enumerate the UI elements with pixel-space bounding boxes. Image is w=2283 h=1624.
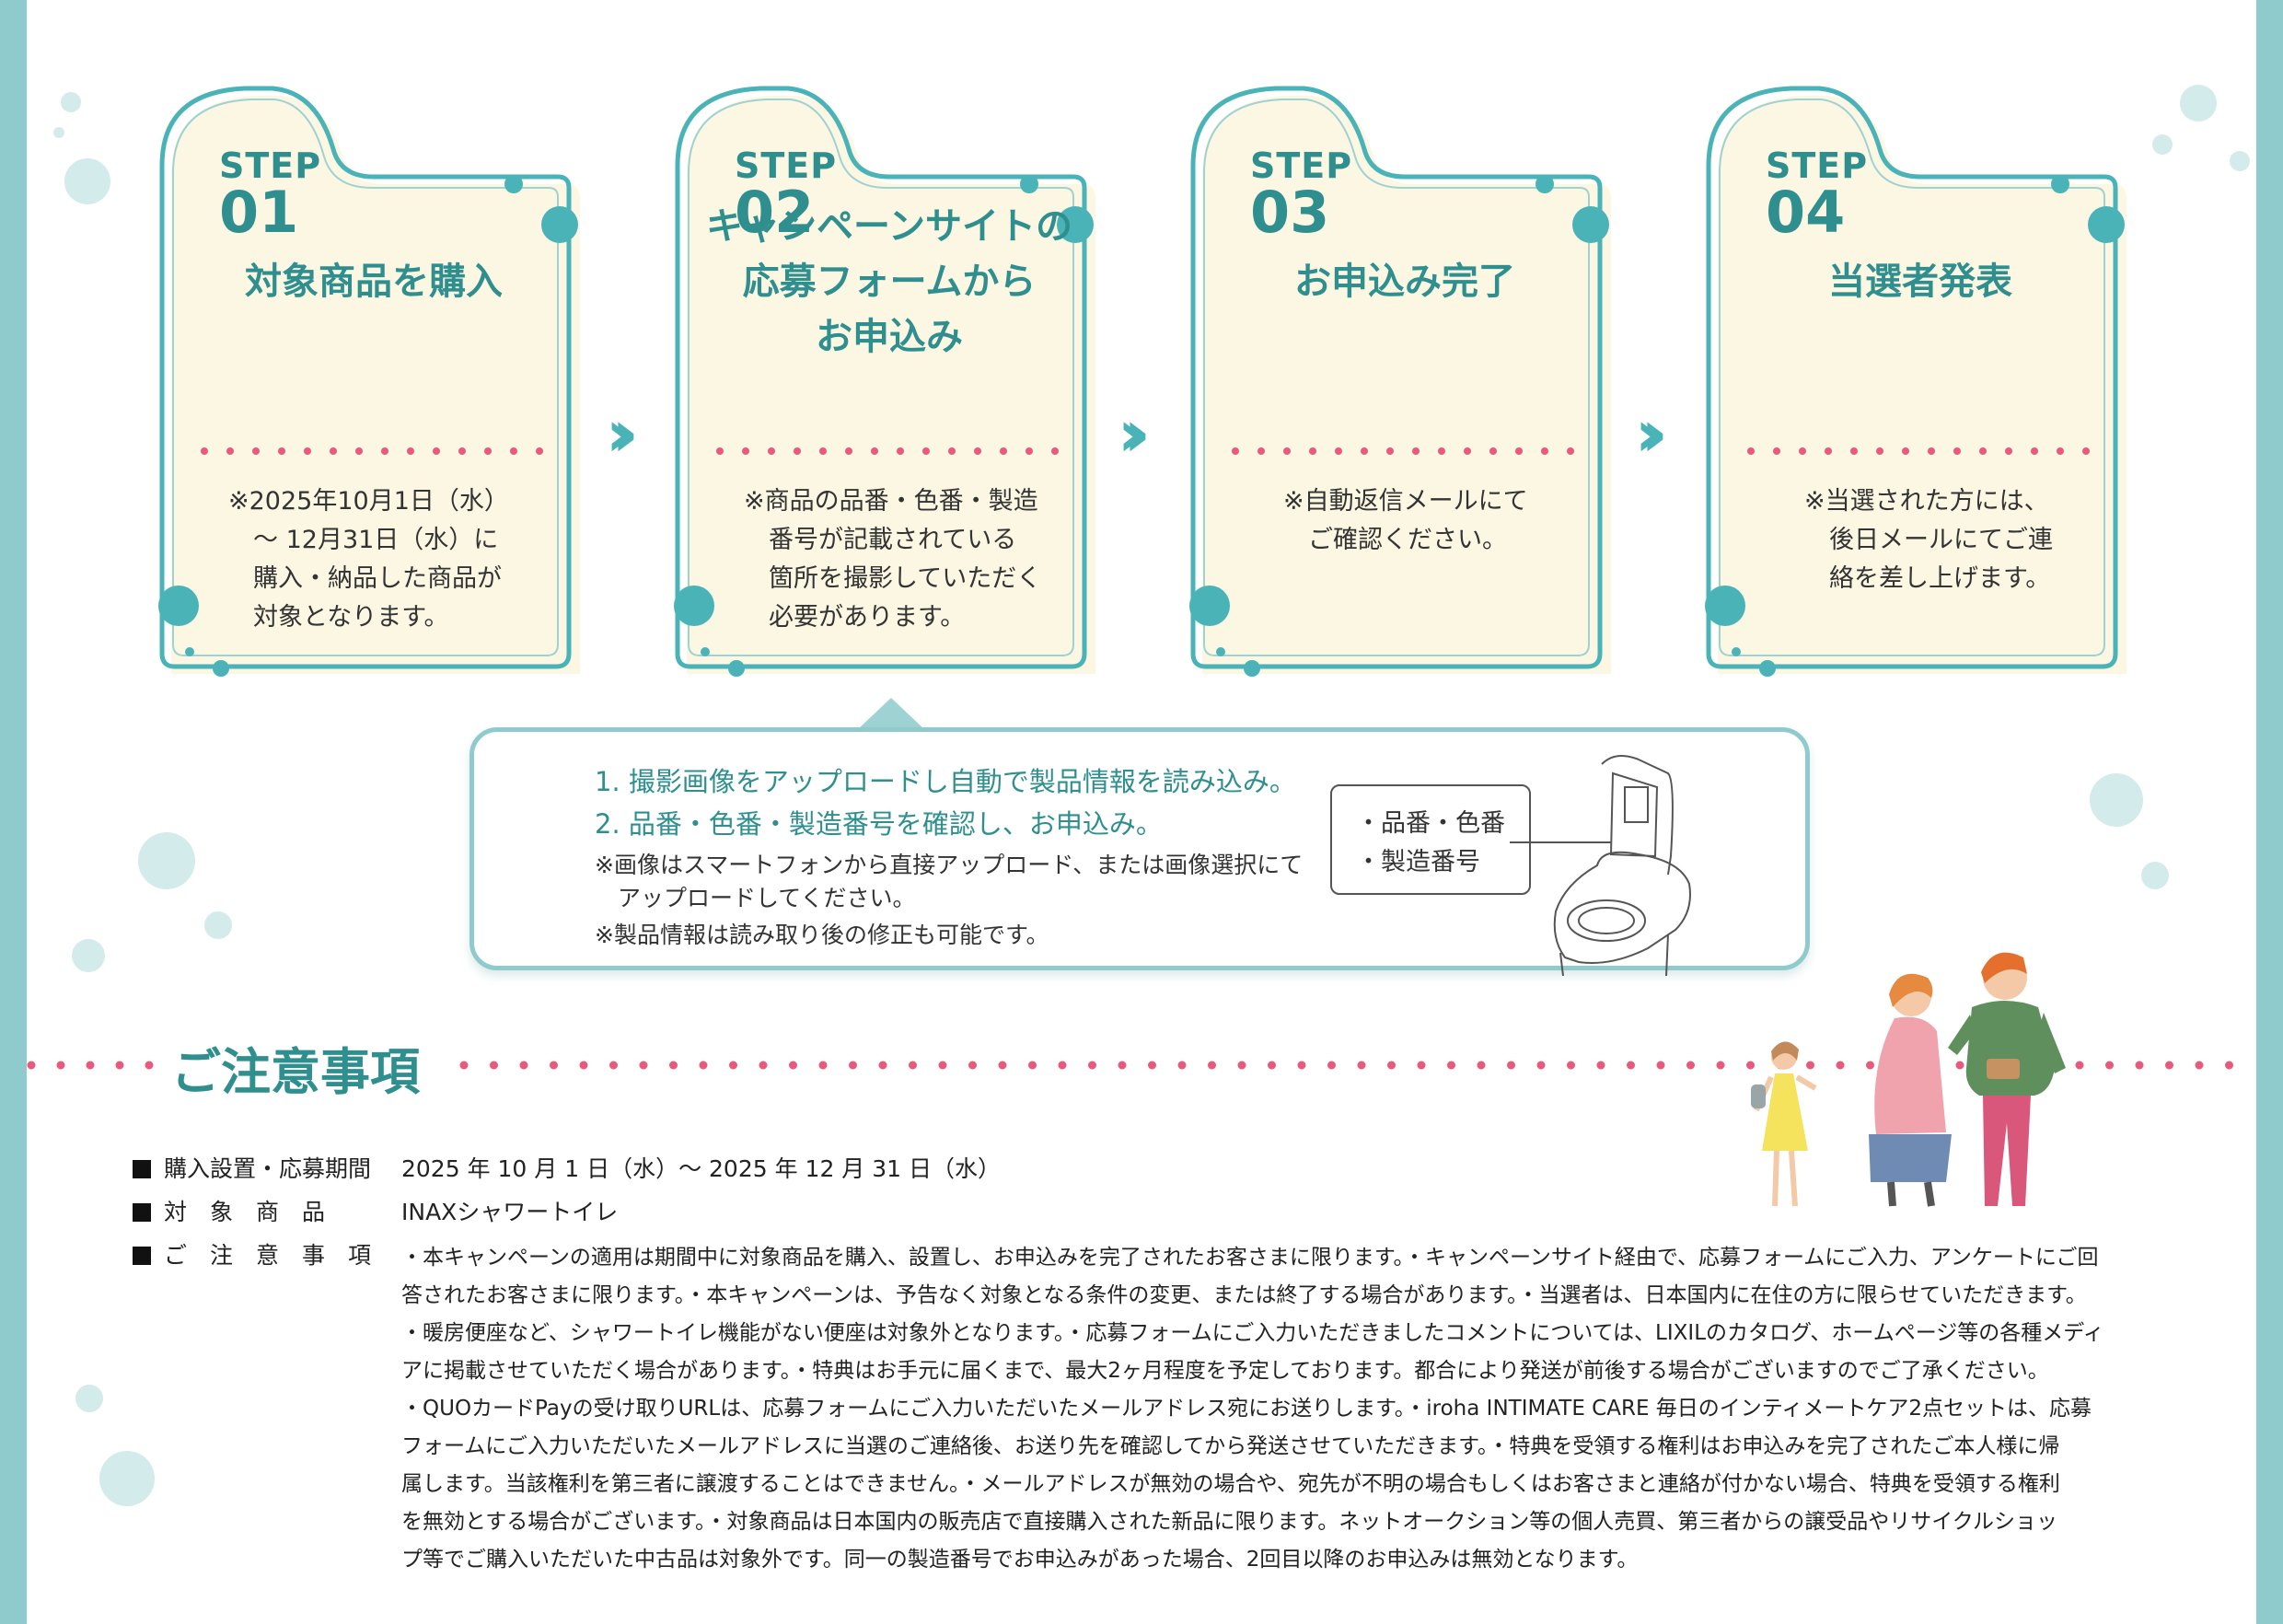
family-illustration: [1751, 952, 2066, 1207]
step-note: ※自動返信メールにて ご確認ください。: [1283, 487, 1528, 554]
step-label: STEP: [735, 145, 838, 186]
part-number-label: ・品番・色番 ・製造番号: [1330, 784, 1531, 895]
square-bullet-icon: [133, 1160, 151, 1178]
notice-heading: ご注意事項: [171, 1043, 420, 1101]
info-note-3: ※製品情報は読み取り後の修正も可能です。: [595, 922, 1049, 948]
square-bullet-icon: [133, 1247, 151, 1265]
bubble: [53, 127, 64, 138]
chevron-right-icon: ››: [606, 396, 638, 471]
step-note: ※商品の品番・色番・製造 番号が記載されている 箇所を撮影していただく 必要があ…: [744, 487, 1042, 632]
info-note-2: アップロードしてください。: [595, 885, 916, 911]
bubble: [61, 92, 81, 112]
notice-line: 答されたお客さまに限ります。・本キャンペーンは、予告なく対象となる条件の変更、ま…: [401, 1283, 2087, 1307]
step-title: 対象商品を購入: [245, 261, 503, 303]
bubble: [64, 158, 110, 204]
left-border: [0, 0, 27, 1624]
info-line-1: 1. 撮影画像をアップロードし自動で製品情報を読み込み。: [595, 766, 1296, 797]
right-border: [2256, 0, 2283, 1624]
step-number: 03: [1250, 179, 1330, 246]
row-value-period: 2025 年 10 月 1 日（水）～ 2025 年 12 月 31 日（水）: [401, 1155, 1002, 1182]
bubble: [2152, 134, 2173, 155]
step-title: お申込み完了: [1294, 261, 1515, 303]
part-label-line-2: ・製造番号: [1356, 848, 1480, 876]
info-line-2: 2. 品番・色番・製造番号を確認し、お申込み。: [595, 808, 1163, 840]
row-label-period: 購入設置・応募期間: [133, 1151, 371, 1184]
dotted-line-left: [27, 1061, 154, 1070]
row-value-product: INAXシャワートイレ: [401, 1199, 619, 1225]
bubble: [2090, 773, 2143, 827]
part-label-line-1: ・品番・色番: [1356, 809, 1505, 838]
toilet-illustration: [1510, 755, 1691, 976]
notice-line: プ等でご購入いただいた中古品は対象外です。同一の製造番号でお申込みがあった場合、…: [401, 1548, 1639, 1572]
step-note: ※当選された方には、 後日メールにてご連 絡を差し上げます。: [1804, 487, 2053, 593]
bubble: [138, 832, 195, 889]
step-label: STEP: [219, 145, 322, 186]
notice-line: ・暖房便座など、シャワートイレ機能がない便座は対象外となります。・応募フォームに…: [401, 1321, 2104, 1345]
notice-paragraph: ・本キャンペーンの適用は期間中に対象商品を購入、設置し、お申込みを完了されたお客…: [401, 1239, 2158, 1579]
step-number: 02: [735, 179, 815, 246]
step-label: STEP: [1766, 145, 1869, 186]
notice-line: ・QUOカードPayの受け取りURLは、応募フォームにご入力いただいたメールアド…: [401, 1397, 2092, 1421]
chevron-right-icon: ››: [1118, 396, 1150, 471]
step-number: 01: [219, 179, 299, 246]
notice-line: フォームにご入力いただいたメールアドレスに当選のご連絡後、お送り先を確認してから…: [401, 1434, 2060, 1458]
step-title: 当選者発表: [1828, 261, 2012, 303]
step-note: ※2025年10月1日（水） ～ 12月31日（水）に 購入・納品した商品が 対…: [228, 487, 509, 632]
notice-line: を無効とする場合がございます。・対象商品は日本国内の販売店で直接購入された新品に…: [401, 1510, 2058, 1534]
notice-line: ・本キャンペーンの適用は期間中に対象商品を購入、設置し、お申込みを完了されたお客…: [401, 1246, 2099, 1270]
step-label: STEP: [1250, 145, 1353, 186]
step-title: キャンペーンサイトの応募フォームからお申込み: [706, 205, 1072, 358]
step-number: 04: [1766, 179, 1846, 246]
notice-line: 属します。当該権利を第三者に譲渡することはできません。・メールアドレスが無効の場…: [401, 1472, 2060, 1496]
bubble: [72, 939, 105, 972]
pointer-triangle: [858, 698, 924, 729]
bubble: [2180, 85, 2217, 122]
bubble: [2141, 862, 2169, 889]
row-label-product: 対 象 商 品: [133, 1194, 325, 1227]
row-label-notes: ご 注 意 事 項: [133, 1237, 371, 1270]
info-note-1: ※画像はスマートフォンから直接アップロード、または画像選択にて: [595, 852, 1304, 878]
bubble: [204, 911, 232, 939]
bubble: [99, 1451, 155, 1506]
bubble: [2230, 151, 2250, 171]
bubble: [75, 1385, 103, 1412]
notice-line: アに掲載させていただく場合があります。・特典はお手元に届くまで、最大2ヶ月程度を…: [401, 1359, 2049, 1383]
chevron-right-icon: ››: [1635, 396, 1667, 471]
square-bullet-icon: [133, 1203, 151, 1222]
